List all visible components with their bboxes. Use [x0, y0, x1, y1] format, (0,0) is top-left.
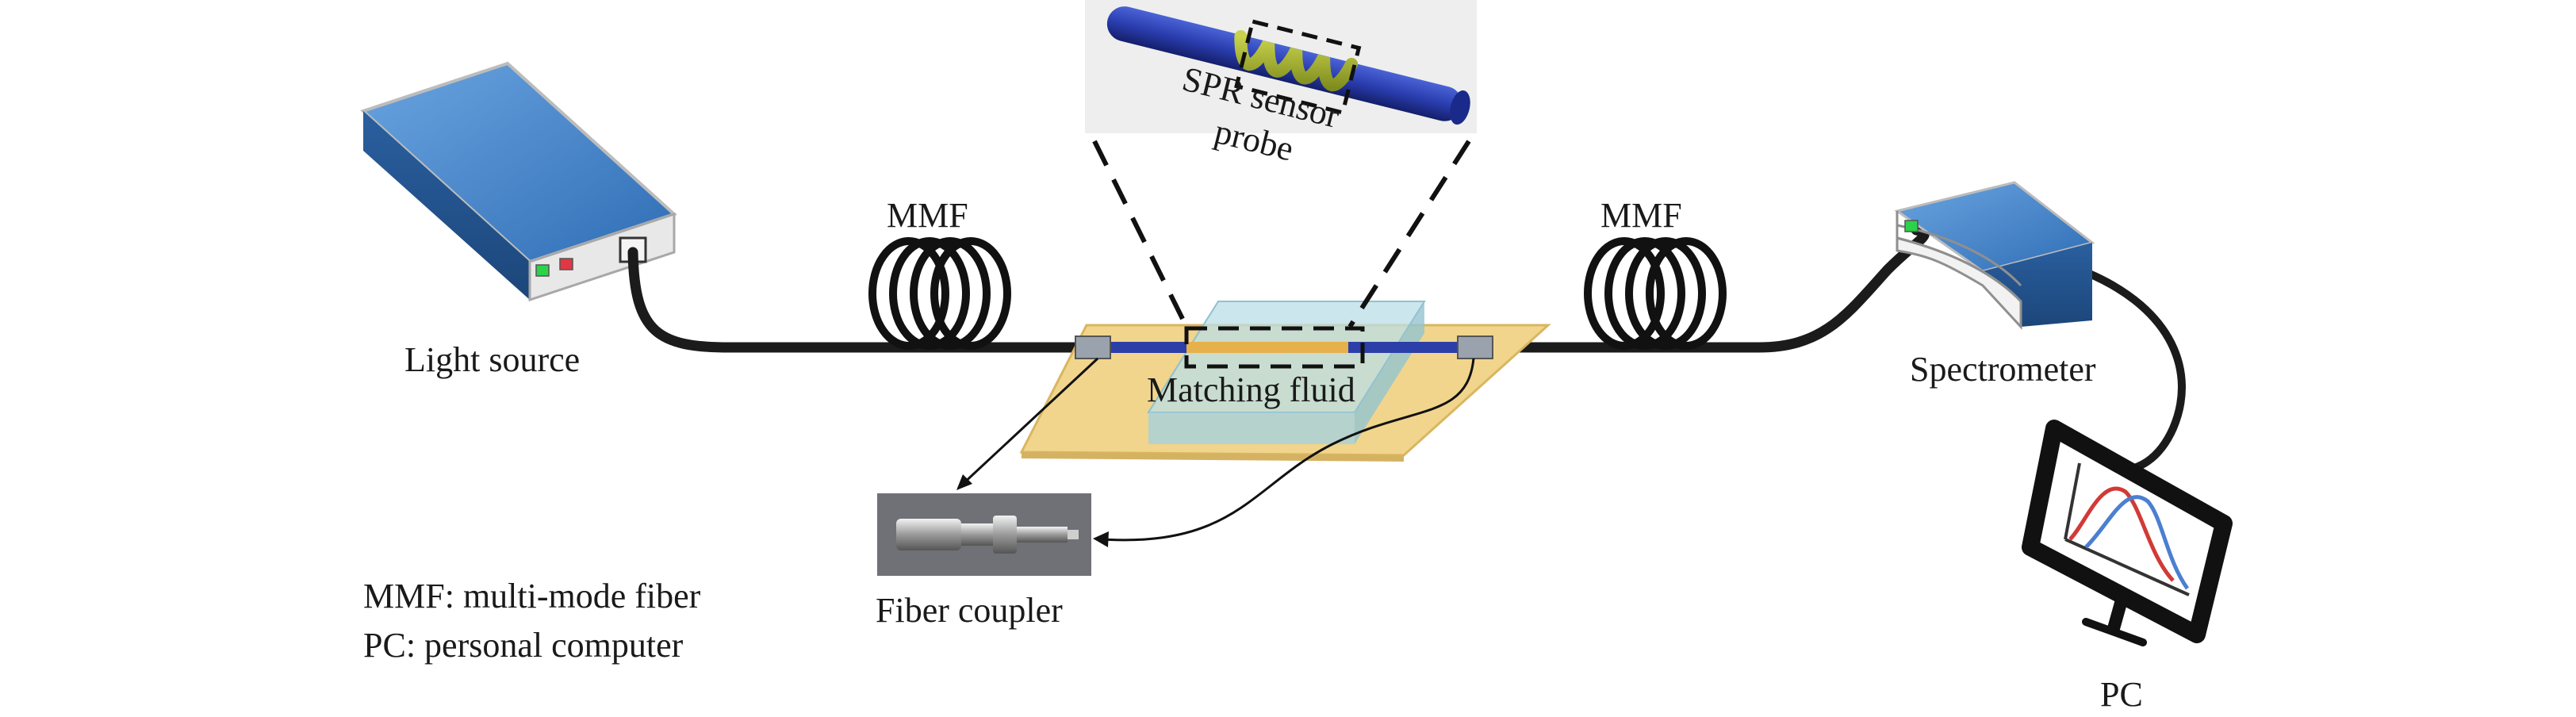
spectrometer-label: Spectrometer [1910, 350, 2096, 389]
zoom-line-right [1347, 140, 1471, 328]
matching-fluid-tank [1147, 301, 1426, 444]
legend-line-1: MMF: multi-mode fiber [363, 577, 701, 615]
pc-cable [2083, 269, 2186, 472]
monitor-base [2082, 618, 2147, 646]
spectrum-red-curve-icon [2068, 486, 2175, 582]
right-mmf-coil [1584, 237, 1727, 350]
zoom-dashed-box [1234, 19, 1362, 116]
coupler-arrowhead-left [956, 474, 972, 490]
pc-label: PC [2100, 675, 2143, 714]
spectrometer-device [1894, 181, 2095, 330]
coupler-arrow-right [1102, 358, 1475, 542]
legend-line-2: PC: personal computer [363, 626, 684, 665]
left-connector [1075, 335, 1111, 359]
probe-highlight-box [1184, 326, 1365, 369]
light-source-device [360, 61, 677, 302]
monitor-stand [2106, 589, 2130, 634]
spectrometer-port-icon [1904, 220, 1919, 232]
zoom-line-left [1092, 140, 1189, 328]
pc-monitor [2022, 420, 2233, 646]
matching-fluid-label: Matching fluid [1147, 370, 1355, 409]
left-mmf-label: MMF [887, 196, 968, 235]
spectrum-blue-curve-icon [2084, 495, 2190, 590]
right-fiber [1476, 224, 1930, 353]
right-connector [1457, 335, 1493, 359]
green-indicator-icon [535, 264, 550, 277]
fiber-coupler-render [896, 516, 1079, 554]
left-mmf-coil [868, 237, 1011, 350]
probe-fiber-render [1106, 6, 1470, 125]
red-indicator-icon [559, 258, 573, 270]
coupler-arrow-left [960, 357, 1099, 487]
left-fiber [627, 247, 1094, 353]
coupler-arrowhead-right [1093, 531, 1109, 547]
right-mmf-label: MMF [1600, 196, 1682, 235]
chart-x-axis-icon [2064, 538, 2190, 596]
light-source-label: Light source [404, 340, 580, 379]
fiber-coupler-label: Fiber coupler [876, 591, 1063, 630]
chart-y-axis-icon [2064, 462, 2081, 540]
sensing-coating-coil [1234, 30, 1359, 91]
